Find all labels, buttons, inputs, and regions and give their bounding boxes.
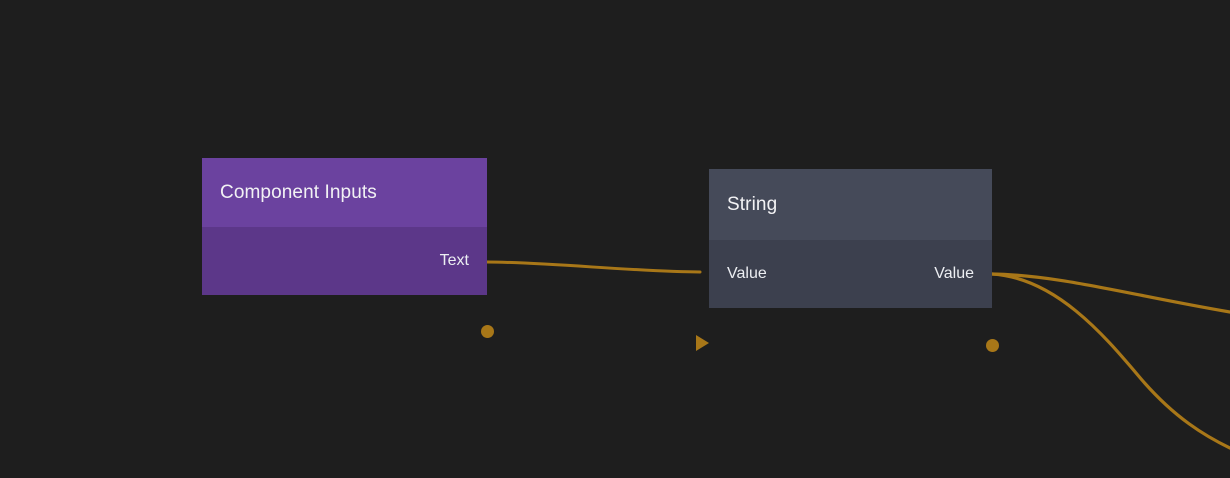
node-body: Text [202,227,494,338]
node-header[interactable]: String [709,169,992,240]
port-label-value-output: Value [934,265,974,282]
node-body: Value Value [696,240,999,352]
edge-value-out-lower [990,272,1230,450]
input-port-value-arrow-icon[interactable] [696,335,709,351]
edge-value-out-upper [990,272,1230,314]
node-title: Component Inputs [220,182,377,203]
edge-text-to-value [485,260,702,274]
port-row-text-output[interactable]: Text [220,227,469,295]
node-component-inputs[interactable]: Component Inputs Text [202,158,494,338]
port-row-value[interactable]: Value Value [727,240,974,308]
port-label-text: Text [439,252,469,269]
node-header[interactable]: Component Inputs [202,158,487,227]
node-string[interactable]: String Value Value [696,169,999,352]
output-port-text[interactable] [480,324,494,338]
output-port-value[interactable] [985,338,999,352]
port-label-value-input: Value [727,265,767,282]
node-title: String [727,194,778,215]
